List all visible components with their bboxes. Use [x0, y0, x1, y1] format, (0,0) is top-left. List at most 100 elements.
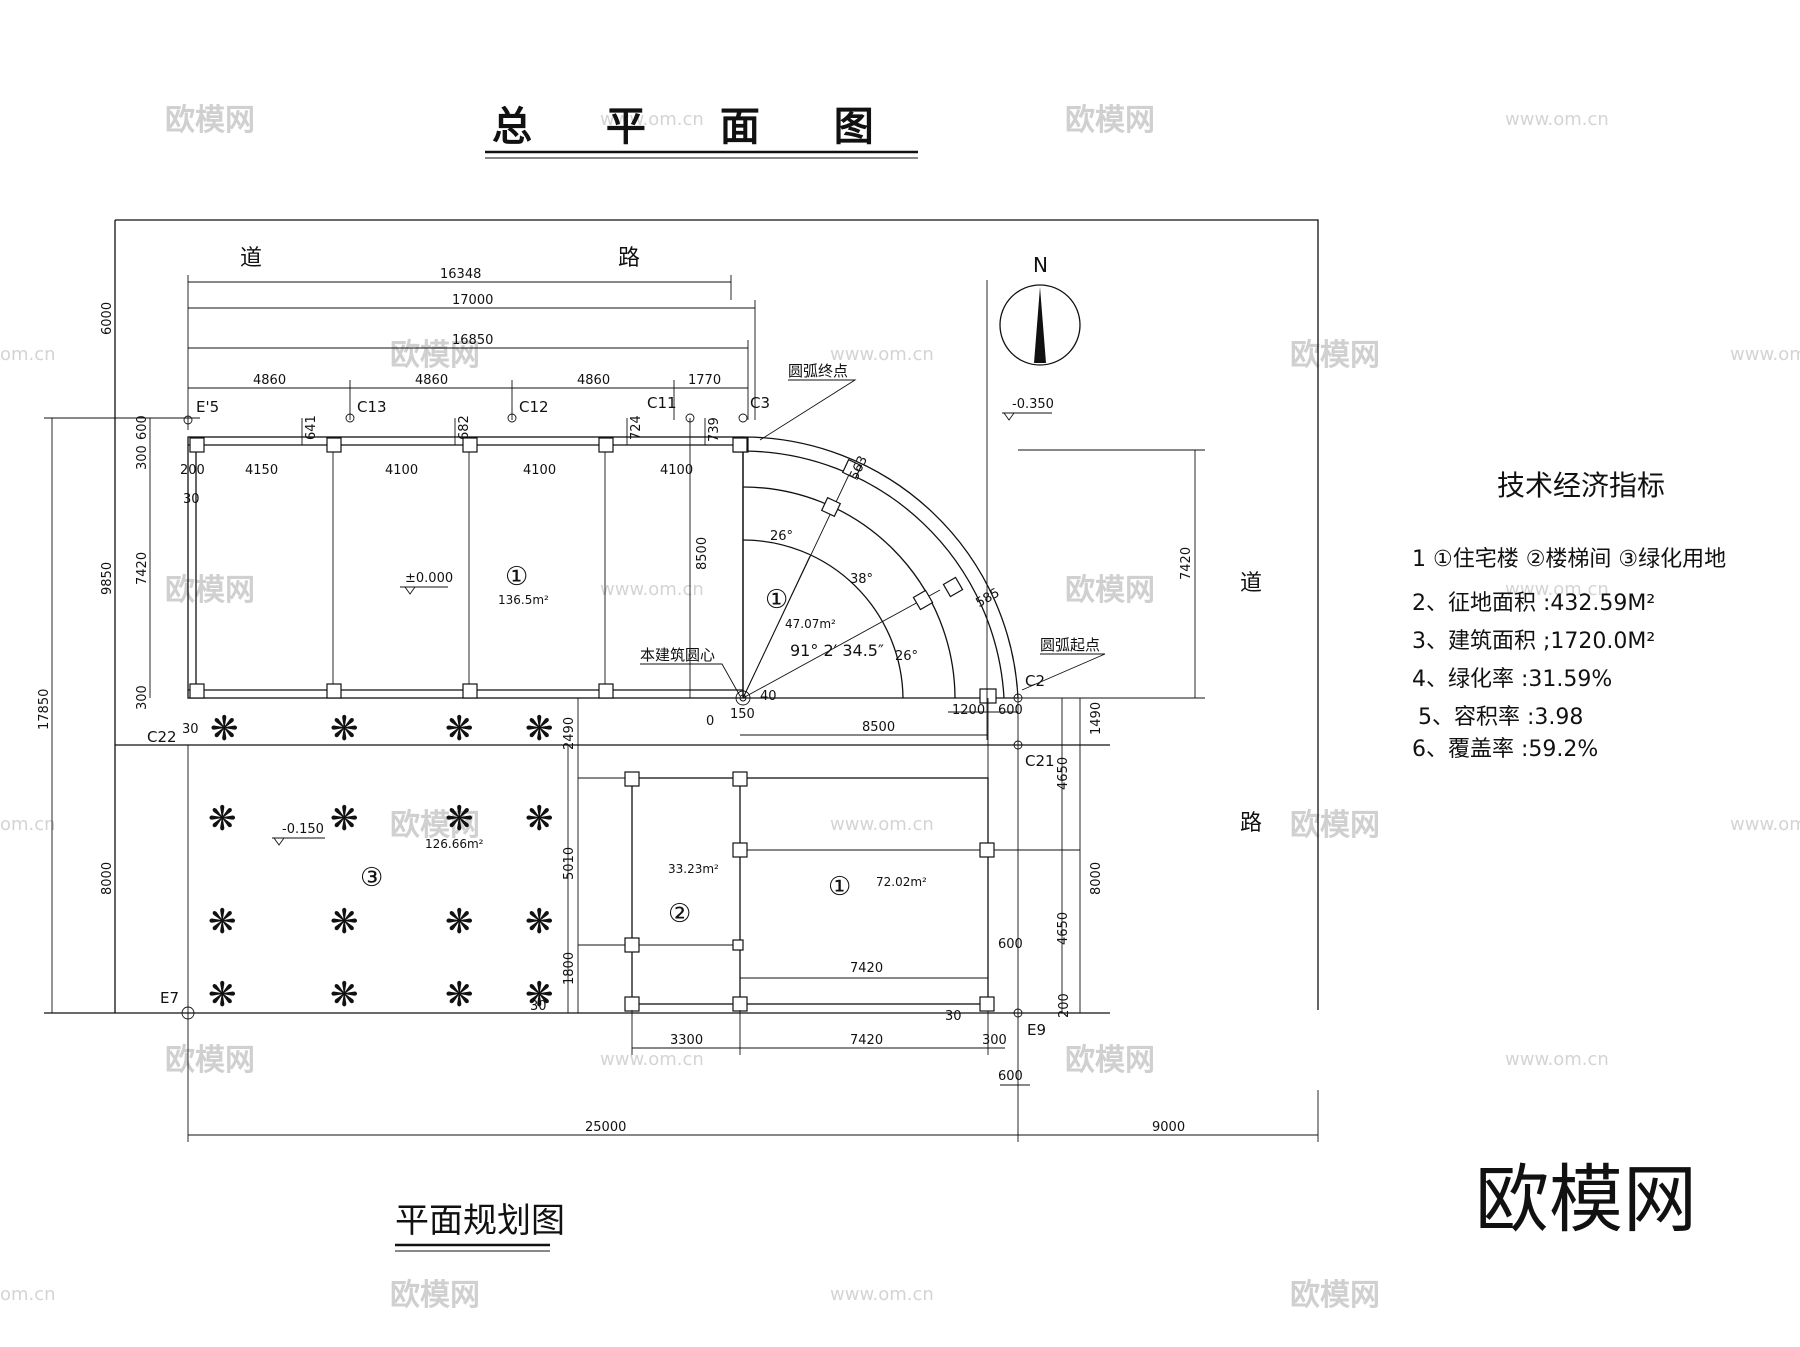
dim-label: 17000 — [452, 293, 493, 308]
level-label: -0.150 — [282, 822, 324, 837]
dim-label: 1770 — [688, 373, 721, 388]
dim-label: 300 — [135, 445, 150, 470]
dim-label: 16850 — [452, 333, 493, 348]
tech-item: 6、覆盖率 :59.2% — [1412, 737, 1598, 762]
svg-text:❋: ❋ — [445, 902, 474, 942]
svg-text:❋: ❋ — [330, 709, 359, 749]
watermark-partial: om.cn — [0, 814, 56, 835]
area-value: 33.23m² — [668, 862, 719, 876]
arc-section — [732, 436, 1019, 706]
dim-label: 30 — [183, 492, 200, 507]
arc-end-label: 圆弧终点 — [788, 362, 848, 380]
area-number: ① — [765, 585, 788, 615]
watermark: 欧模网 — [165, 573, 255, 608]
dim-label: 300 — [982, 1033, 1007, 1048]
dim-label: 600 — [998, 1069, 1023, 1084]
svg-text:❋: ❋ — [210, 709, 239, 749]
grid-label-c3: C3 — [750, 394, 770, 412]
dim-label: 200 — [180, 463, 205, 478]
area-number: ① — [828, 872, 851, 902]
dim-label: 600 — [998, 703, 1023, 718]
bottom-dimensions — [187, 1010, 1319, 1142]
grid-label-c2: C2 — [1025, 672, 1045, 690]
tech-item: 4、绿化率 :31.59% — [1412, 667, 1612, 692]
road-label: 道 — [240, 246, 262, 271]
watermark-url: www.om.cn — [600, 579, 704, 600]
lower-building — [578, 698, 1080, 1030]
dim-label: 4100 — [660, 463, 693, 478]
dim-label: 300 — [135, 685, 150, 710]
dim-label: 9850 — [100, 562, 115, 595]
svg-text:❋: ❋ — [208, 799, 237, 839]
watermark-url: www.om.cn — [600, 1049, 704, 1070]
dim-label: 30 — [530, 999, 547, 1014]
grid-label-e7: E7 — [160, 989, 179, 1007]
tech-indicators: 技术经济指标 1 ①住宅楼 ②楼梯间 ③绿化用地 2、征地面积 :432.59M… — [1412, 469, 1726, 762]
zero-label: 0 — [706, 714, 714, 729]
left-dimensions: 17850 9850 6000 8000 300 600 7420 300 — [37, 302, 200, 1014]
watermark: 欧模网 — [390, 338, 480, 373]
level-label: ±0.000 — [405, 571, 453, 586]
road-label: 道 — [1240, 571, 1262, 596]
drawing-title: 总 平 面 图 — [492, 104, 904, 150]
area-number: ② — [668, 899, 691, 929]
dim-label: 1490 — [1089, 702, 1104, 735]
watermark-partial: om.cn — [0, 1284, 56, 1305]
watermark: 欧模网 — [1065, 1043, 1155, 1078]
area-number: ① — [505, 562, 528, 592]
tech-heading: 技术经济指标 — [1497, 469, 1665, 502]
plan-subtitle: 平面规划图 — [395, 1201, 565, 1241]
dim-label: 6000 — [100, 302, 115, 335]
dim-label: 25000 — [585, 1120, 626, 1135]
arc-center-label: 本建筑圆心 — [640, 646, 715, 664]
dim-label: 7420 — [850, 961, 883, 976]
dim-label: 641 — [304, 415, 319, 440]
road-label: 路 — [1240, 811, 1262, 836]
area-value: 126.66m² — [425, 837, 484, 851]
dim-label: 150 — [730, 707, 755, 722]
road-label: 路 — [618, 246, 640, 271]
watermark-partial: om.cn — [0, 344, 56, 365]
svg-text:❋: ❋ — [525, 799, 554, 839]
dim-label: 1200 — [952, 703, 985, 718]
area-value: 47.07m² — [785, 617, 836, 631]
svg-text:❋: ❋ — [445, 975, 474, 1015]
svg-text:❋: ❋ — [330, 799, 359, 839]
tech-item: 5、容积率 :3.98 — [1418, 705, 1583, 730]
svg-text:❋: ❋ — [208, 902, 237, 942]
angle-label: 40 — [760, 689, 777, 704]
dim-label: 600 — [998, 937, 1023, 952]
dim-label: 8000 — [100, 862, 115, 895]
dim-label: 4100 — [523, 463, 556, 478]
grid-label-c11: C11 — [647, 394, 677, 412]
watermark: 欧模网 — [1065, 573, 1155, 608]
tree-symbols: ❋❋❋❋ ❋❋❋❋ ❋❋❋❋ ❋❋❋❋ — [208, 709, 554, 1015]
angle-label: 38° — [850, 572, 873, 587]
dim-label: 7420 — [850, 1033, 883, 1048]
arc-start-label: 圆弧起点 — [1040, 636, 1100, 654]
main-grid-lines — [332, 445, 606, 690]
north-label: N — [1033, 253, 1048, 277]
watermark: 欧模网 — [165, 103, 255, 138]
dim-label: 3300 — [670, 1033, 703, 1048]
tech-item: 2、征地面积 :432.59M² — [1412, 591, 1655, 616]
dim-label: 17850 — [37, 689, 52, 730]
grid-label-e9: E9 — [1027, 1021, 1046, 1039]
dim-label: 739 — [707, 417, 722, 442]
angle-label: 26° — [895, 649, 918, 664]
angle-label: 26° — [770, 529, 793, 544]
watermark: 欧模网 — [1065, 103, 1155, 138]
dim-label: 4860 — [253, 373, 286, 388]
brand-logo: 欧模网 — [1475, 1157, 1697, 1243]
dim-label: 200 — [1057, 993, 1072, 1018]
area-value: 72.02m² — [876, 875, 927, 889]
watermark: 欧模网 — [165, 1043, 255, 1078]
watermark-url: www.om.cn — [1730, 344, 1800, 365]
svg-text:❋: ❋ — [525, 902, 554, 942]
tech-item: 3、建筑面积 ;1720.0M² — [1412, 629, 1655, 654]
grid-label-e5: E'5 — [196, 398, 219, 416]
north-arrow — [986, 280, 1081, 740]
dim-label: 4100 — [385, 463, 418, 478]
dim-label: 7420 — [135, 552, 150, 585]
